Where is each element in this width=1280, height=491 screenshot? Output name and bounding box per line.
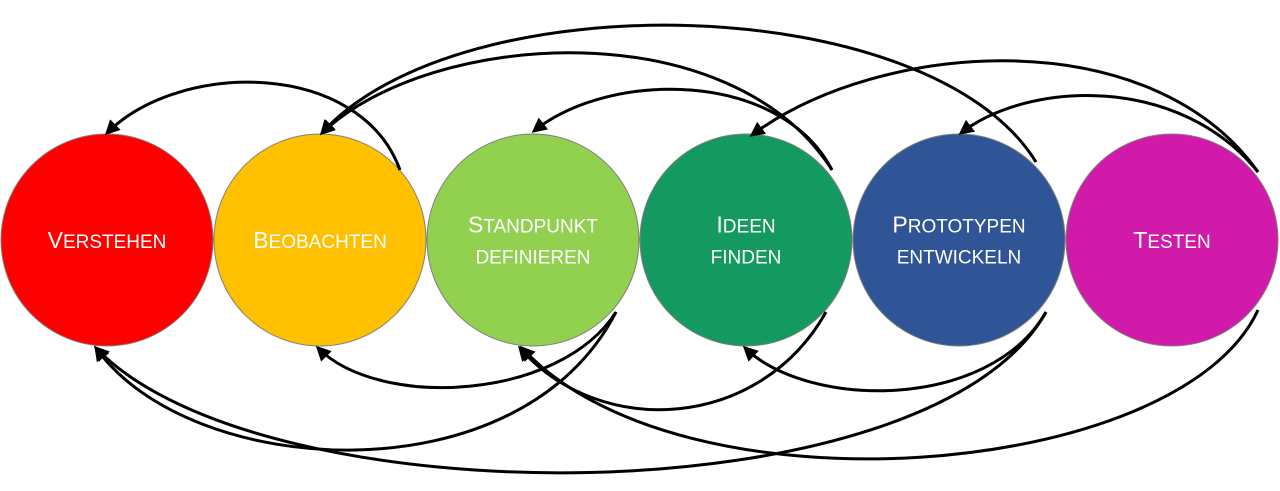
arrow-prototypen-to-verstehen <box>93 311 1048 475</box>
arrow-prototypen-to-ideen <box>742 311 1048 393</box>
stage-label-initial: B <box>253 227 268 253</box>
arrow-testen-to-prototypen <box>958 94 1260 173</box>
arrow-ideen-to-standpunkt <box>531 87 834 171</box>
stage-circle-prototypen <box>852 133 1066 347</box>
stage-label-text: TANDPUNKT <box>483 217 598 238</box>
stage-label-ideen-line-2: FINDEN <box>711 248 782 269</box>
stage-label-initial: S <box>468 212 483 238</box>
stage-label-beobachten-line-1: BEOBACHTEN <box>253 227 387 253</box>
arrow-ideen-to-beobachten <box>319 51 834 171</box>
arrow-beobachten-to-verstehen <box>104 80 402 171</box>
stage-label-verstehen-line-1: VERSTEHEN <box>48 227 167 253</box>
stage-label-prototypen-line-2: ENTWICKELN <box>897 248 1022 269</box>
stage-circles <box>0 133 1279 347</box>
stage-label-initial: V <box>48 227 64 253</box>
arrow-standpunkt-to-verstehen <box>94 311 618 452</box>
stage-label-text: EOBACHTEN <box>269 232 387 253</box>
stage-label-initial: T <box>1133 227 1147 253</box>
stage-label-testen-line-1: TESTEN <box>1133 227 1210 253</box>
stage-circle-ideen <box>639 133 853 347</box>
stage-labels: VERSTEHEN BEOBACHTEN STANDPUNKT DEFINIEREN I… <box>48 212 1211 269</box>
stage-label-text: DEEN <box>723 217 776 238</box>
stage-label-text: ESTEN <box>1147 232 1210 253</box>
stage-label-standpunkt-line-2: DEFINIEREN <box>475 248 590 269</box>
stage-circle-standpunkt <box>426 133 640 347</box>
arrow-prototypen-to-beobachten <box>319 23 1038 163</box>
arrow-testen-to-standpunkt <box>519 309 1260 461</box>
arrow-testen-to-ideen <box>749 59 1260 173</box>
stage-label-initial: P <box>892 212 907 238</box>
arrow-connections <box>93 23 1260 475</box>
stage-circle-testen <box>1065 133 1279 347</box>
stage-label-prototypen-line-1: PROTOTYPEN <box>892 212 1025 238</box>
stage-label-standpunkt-line-1: STANDPUNKT <box>468 212 598 238</box>
stage-label-text: ERSTEHEN <box>63 232 166 253</box>
stage-label-initial: I <box>716 212 722 238</box>
stage-label-ideen-line-1: IDEEN <box>716 212 775 238</box>
stage-label-text: ENTWICKELN <box>897 248 1022 269</box>
stage-label-text: DEFINIEREN <box>475 248 590 269</box>
stage-label-text: ROTOTYPEN <box>908 217 1026 238</box>
arrow-standpunkt-to-beobachten <box>315 311 618 389</box>
stage-label-text: FINDEN <box>711 248 782 269</box>
